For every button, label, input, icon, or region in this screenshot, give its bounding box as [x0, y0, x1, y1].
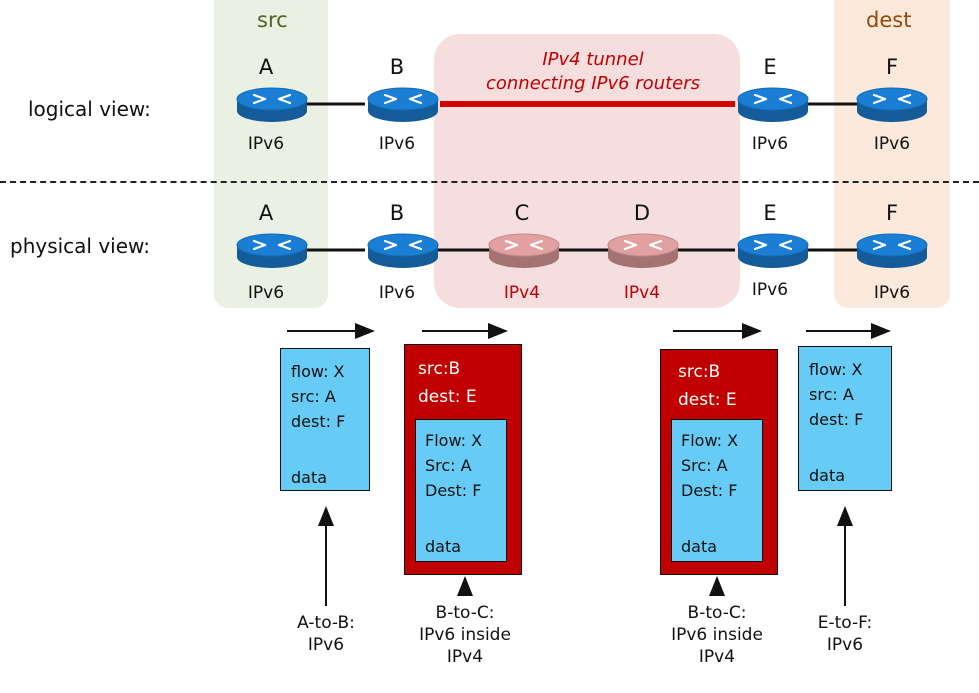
router-icon [236, 233, 308, 268]
caption-line: IPv6 inside [419, 625, 511, 645]
physical-router-f-proto: IPv6 [873, 283, 911, 303]
packet-field: src: A [809, 385, 854, 404]
caption-e-to-f: E-to-F: IPv6 [785, 612, 905, 656]
router-icon [488, 233, 560, 268]
physical-router-e-letter: E [763, 201, 777, 225]
packet-data: data [809, 466, 846, 485]
physical-router-a-letter: A [258, 201, 274, 225]
tunnel-label-line2: connecting IPv6 routers [485, 73, 701, 94]
router-icon [367, 87, 439, 122]
routers-layer [236, 87, 928, 268]
packet-field: Flow: X [681, 431, 739, 450]
view-divider [0, 181, 979, 183]
logical-router-e-proto: IPv6 [751, 134, 789, 154]
packet-field: flow: X [291, 362, 345, 381]
packet-field: Src: A [425, 456, 472, 475]
packet-data: data [681, 537, 718, 556]
packet-field: src: A [291, 387, 336, 406]
tunnel-label: IPv4 tunnel connecting IPv6 routers [448, 48, 738, 96]
physical-view-label: physical view: [10, 234, 151, 258]
physical-router-e-proto: IPv6 [751, 280, 789, 300]
dest-title: dest [866, 8, 912, 32]
packet-b-to-c-inner: Flow: X Src: A Dest: F data [415, 419, 507, 562]
caption-line: IPv6 inside [671, 625, 763, 645]
caption-tunnel-exit: B-to-C: IPv6 inside IPv4 [647, 602, 787, 668]
router-icon [236, 87, 308, 122]
caption-line: IPv6 [307, 635, 345, 655]
logical-view-label: logical view: [28, 97, 151, 121]
caption-line: IPv6 [826, 635, 864, 655]
router-icon [607, 233, 679, 268]
packet-data: data [291, 468, 328, 487]
router-icon [367, 233, 439, 268]
physical-router-b-letter: B [389, 201, 405, 225]
tunnel-region [434, 34, 740, 308]
packet-field: Src: A [681, 456, 728, 475]
outer-header-src: src:B [418, 359, 461, 379]
packet-a-to-b: flow: X src: A dest: F data [280, 348, 370, 491]
logical-router-f-proto: IPv6 [873, 134, 911, 154]
packet-tunnel-exit-inner: Flow: X Src: A Dest: F data [671, 419, 763, 562]
logical-router-a-letter: A [258, 55, 274, 79]
caption-line: IPv4 [698, 647, 736, 667]
caption-b-to-c: B-to-C: IPv6 inside IPv4 [395, 602, 535, 668]
logical-router-b-proto: IPv6 [378, 134, 416, 154]
physical-router-c-proto: IPv4 [503, 283, 541, 303]
caption-line: B-to-C: [435, 603, 495, 623]
physical-router-f-letter: F [885, 201, 899, 225]
logical-router-b-letter: B [389, 55, 405, 79]
packet-tunnel-exit-outer: src:B dest: E Flow: X Src: A Dest: F dat… [660, 349, 778, 575]
physical-router-b-proto: IPv6 [378, 283, 416, 303]
physical-router-a-proto: IPv6 [247, 283, 285, 303]
tunnel-label-line1: IPv4 tunnel [542, 49, 644, 70]
caption-line: E-to-F: [817, 613, 873, 633]
router-icon [856, 233, 928, 268]
router-icon [737, 87, 809, 122]
caption-line: A-to-B: [297, 613, 355, 633]
packet-e-to-f: flow: X src: A dest: F data [798, 346, 892, 491]
outer-header-src: src:B [678, 362, 721, 382]
logical-router-f-letter: F [885, 55, 899, 79]
src-title: src [257, 8, 288, 32]
logical-router-a-proto: IPv6 [247, 134, 285, 154]
packet-field: Dest: F [425, 481, 482, 500]
packet-field: dest: F [809, 410, 864, 429]
packet-field: Dest: F [681, 481, 738, 500]
router-icon [856, 87, 928, 122]
caption-line: IPv4 [446, 647, 484, 667]
router-icon [737, 233, 809, 268]
packet-field: flow: X [809, 360, 863, 379]
logical-router-e-letter: E [763, 55, 777, 79]
packet-b-to-c-outer: src:B dest: E Flow: X Src: A Dest: F dat… [404, 344, 522, 575]
packet-data: data [425, 537, 462, 556]
outer-header-dest: dest: E [418, 387, 477, 407]
physical-router-c-letter: C [514, 201, 530, 225]
packet-field: dest: F [291, 412, 346, 431]
physical-router-d-proto: IPv4 [623, 283, 661, 303]
physical-router-d-letter: D [633, 201, 651, 225]
caption-a-to-b: A-to-B: IPv6 [266, 612, 386, 656]
outer-header-dest: dest: E [678, 390, 737, 410]
caption-line: B-to-C: [687, 603, 747, 623]
packet-field: Flow: X [425, 431, 483, 450]
